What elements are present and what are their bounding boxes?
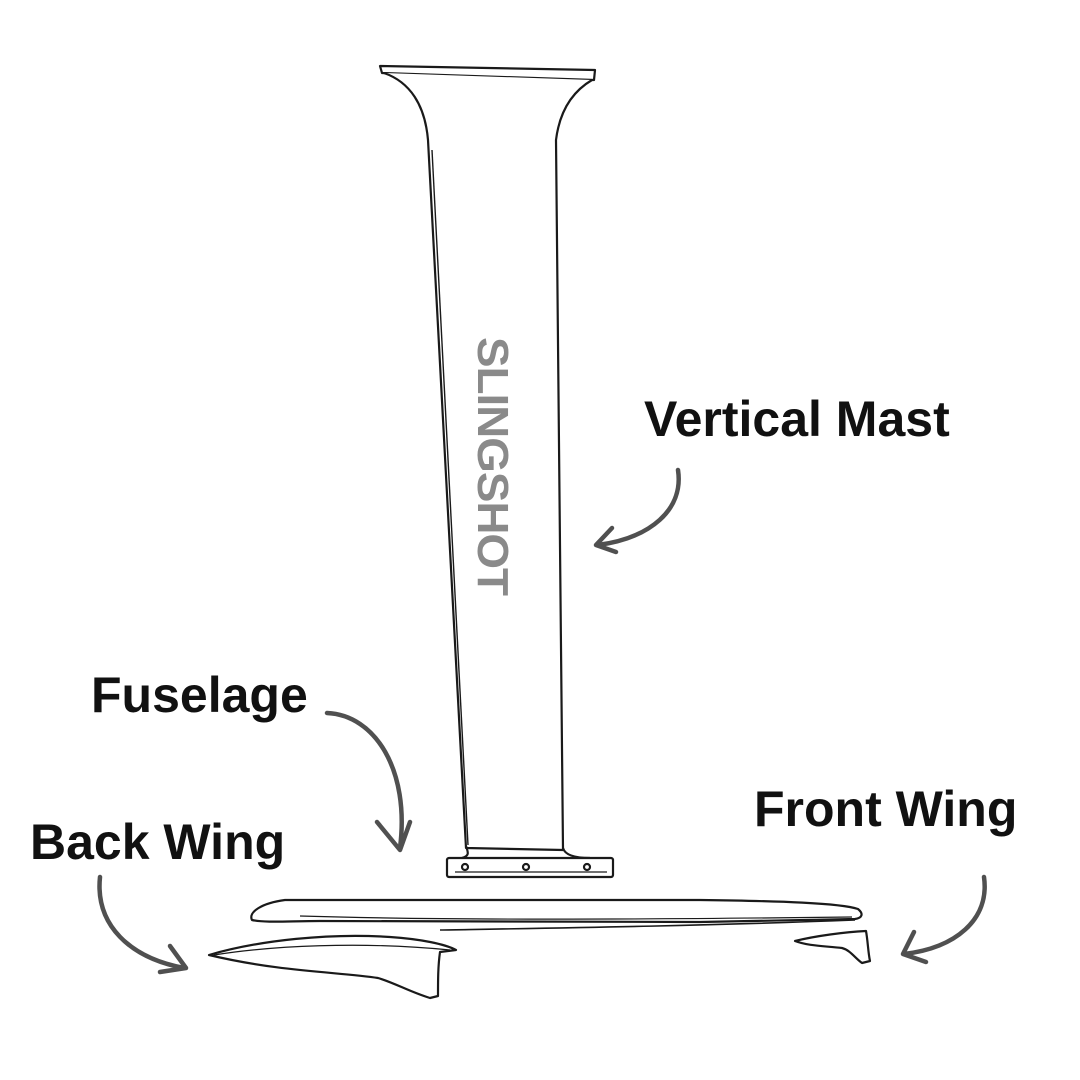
bolt-1: [460, 862, 470, 872]
fuselage-arrowhead: [374, 819, 413, 853]
fuselage-lower-edge: [299, 915, 853, 920]
fuselage-arrow: [324, 710, 404, 851]
slingshot-logo: SLINGSHOT: [468, 337, 517, 596]
back-wing-label: Back Wing: [30, 814, 286, 870]
front-wing-shape: [793, 929, 872, 965]
front-wing: [793, 929, 872, 965]
fuselage-label: Fuselage: [91, 667, 308, 723]
front-wing-arrowhead: [900, 929, 929, 965]
back-wing: [207, 934, 458, 1000]
fuselage-body: [250, 898, 863, 924]
mast-top-plate: [378, 64, 597, 82]
mast-inner-edge: [431, 149, 469, 846]
bolt-2: [521, 862, 531, 872]
vertical-mast-label: Vertical Mast: [644, 391, 950, 447]
vertical-mast: [378, 64, 615, 879]
arrows: [97, 467, 987, 975]
back-wing-shape: [207, 934, 458, 1000]
vertical-mast-arrowhead: [593, 525, 619, 555]
back-wing-arrowhead: [157, 943, 189, 975]
vertical-mast-arrow: [595, 467, 681, 548]
fuselage: [250, 898, 863, 931]
front-wing-label: Front Wing: [754, 781, 1018, 837]
bolt-3: [582, 862, 592, 872]
back-wing-chord-line: [213, 944, 451, 956]
fuselage-seam: [439, 919, 856, 931]
front-wing-arrow: [901, 874, 987, 957]
back-wing-arrow: [97, 874, 187, 971]
